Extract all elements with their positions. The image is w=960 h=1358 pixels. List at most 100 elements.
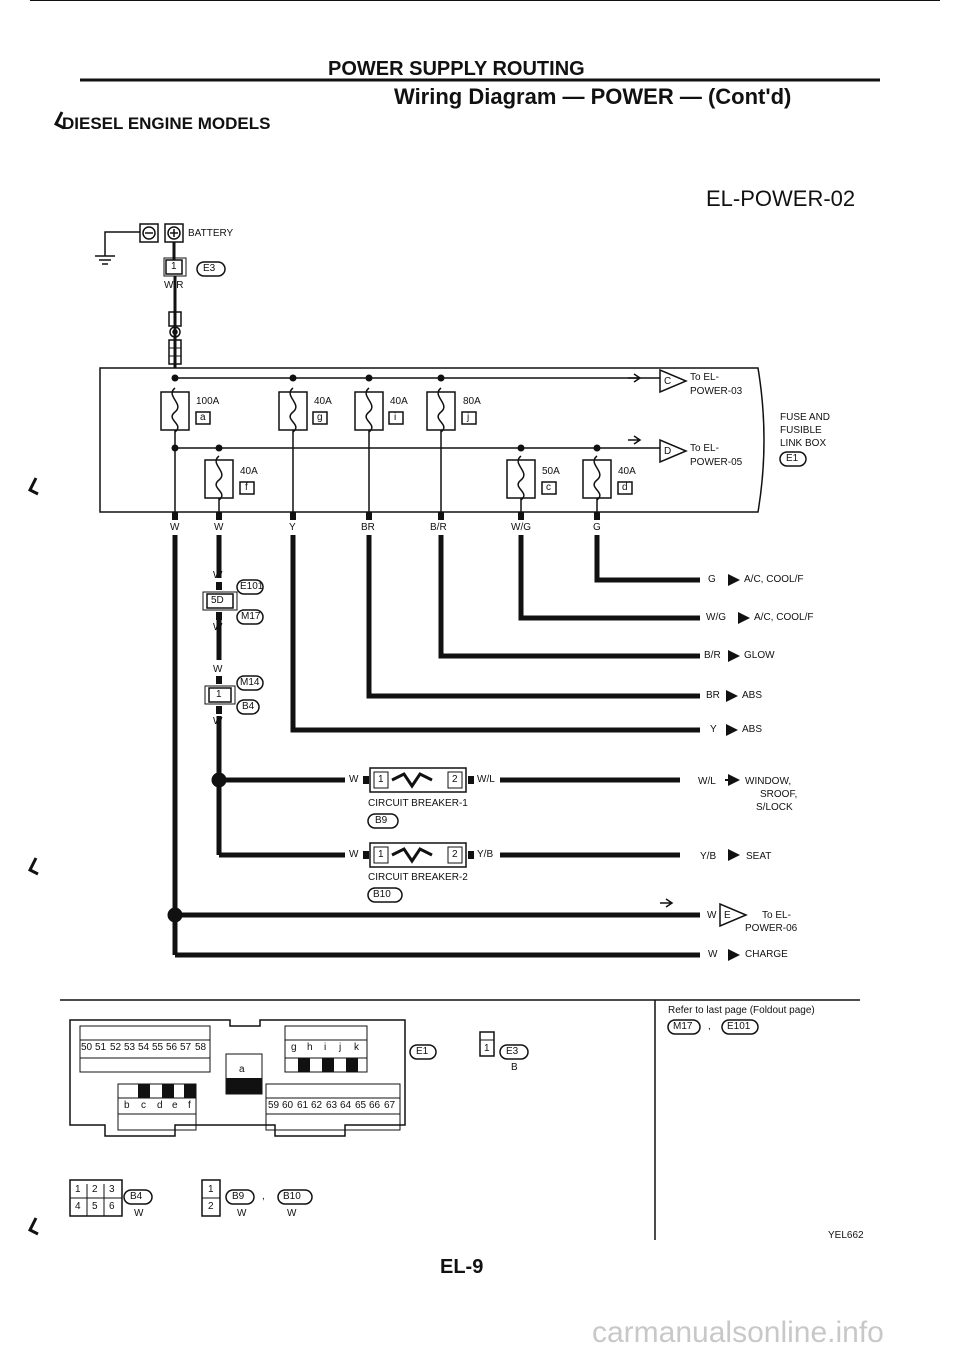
wire-color: W [170,522,180,533]
ref-e-wire: W [707,910,717,921]
conn1-wire-bottom: W [213,622,223,633]
link-code: j [467,412,470,423]
fuse-box-connector-face [69,1019,406,1137]
output-wire: Y [710,724,717,735]
pin: 50 [81,1042,93,1053]
e3-connector: E3 [506,1046,519,1057]
pin: d [157,1100,163,1111]
ref-c-line1: To EL- [690,372,719,383]
fusible-link-40a-i [354,387,404,433]
output-dest: ABS [742,724,763,735]
link-rating: 80A [463,396,481,407]
diagram-subtitle: Wiring Diagram — POWER — (Cont'd) [394,84,792,109]
b9b10-cell: 1 [208,1184,214,1195]
breaker2-t2: 2 [452,849,458,860]
charge-dest: CHARGE [745,949,788,960]
pin: 64 [340,1100,352,1111]
breaker2-connector: B10 [373,889,391,900]
breaker1-dest-2: SROOF, [760,789,798,800]
b9-color: W [237,1208,247,1219]
breaker1-wire-out: W/L [477,774,495,785]
ref-d-line2: POWER-05 [690,457,743,468]
conn2-terminal: 1 [216,689,222,700]
fusible-link-100a [160,387,211,433]
b9b10-sep: , [262,1191,265,1202]
legend-fusebox-connector: E1 [416,1046,429,1057]
ref-e-code: E [724,910,731,921]
link-rating: 100A [196,396,220,407]
pin: 65 [355,1100,367,1111]
pin: 60 [282,1100,294,1111]
output-dest: A/C, COOL/F [754,612,814,623]
b9-connector: B9 [232,1191,245,1202]
breaker1-connector: B9 [375,815,388,826]
conn2-bottom: B4 [242,701,255,712]
conn2-top: M14 [240,677,260,688]
fuse-box-label-1: FUSE AND [780,412,831,423]
link-code: i [394,412,397,423]
fusible-link-40a-d [582,455,633,501]
fusible-link-40a-g [278,387,328,433]
output-wire: W/G [706,612,726,623]
breaker2-name: CIRCUIT BREAKER-2 [368,872,468,883]
output-dest: A/C, COOL/F [744,574,804,585]
breaker1-dest-3: S/LOCK [756,802,793,813]
pin: i [324,1042,327,1053]
battery-wire: W/R [164,280,184,291]
conn1-terminal: 5D [211,595,224,606]
pin: h [307,1042,313,1053]
b4-cell: 3 [109,1184,115,1195]
wire-color: Y [289,522,296,533]
b10-connector: B10 [283,1191,301,1202]
output-wire: G [708,574,716,585]
page-number: EL-9 [440,1256,484,1278]
output-dest: ABS [742,690,763,701]
pin: 66 [369,1100,381,1111]
fuse-box-connector: E1 [786,453,799,464]
watermark: carmanualsonline.info [592,1316,884,1349]
pin: e [172,1100,178,1111]
pin: 61 [297,1100,309,1111]
conn1-wire-top: W [213,570,223,581]
pin: k [354,1042,359,1053]
pin: 57 [180,1042,192,1053]
output-wire: B/R [704,650,721,661]
link-rating: 40A [390,396,408,407]
pin: 59 [268,1100,280,1111]
breaker2-wire-out: Y/B [477,849,494,860]
pin: a [239,1064,245,1075]
link-rating: 40A [314,396,332,407]
breaker2-wire-dest: Y/B [700,851,717,862]
output-dest: GLOW [744,650,775,661]
wire-color: BR [361,522,375,533]
conn1-top: E101 [240,581,264,592]
b4-connector: B4 [130,1191,143,1202]
ref-e-line1: To EL- [762,910,791,921]
breaker1-wire-dest: W/L [698,776,716,787]
b9b10-cell: 2 [208,1201,214,1212]
b4-color: W [134,1208,144,1219]
fusible-link-80a-j [426,387,477,433]
link-code: g [317,412,323,423]
ref-d-code: D [664,446,672,457]
conn1-bottom: M17 [241,611,261,622]
charge-wire: W [708,949,718,960]
b10-color: W [287,1208,297,1219]
battery-connector: E3 [203,263,216,274]
breaker1-t1: 1 [378,774,384,785]
pin: 52 [110,1042,122,1053]
pin: j [339,1042,342,1053]
pin: c [141,1100,146,1111]
pin: 55 [152,1042,164,1053]
pin: 53 [124,1042,136,1053]
battery-terminal: 1 [171,261,177,272]
b4-cell: 6 [109,1201,115,1212]
link-code: d [622,482,628,493]
figure-code: YEL662 [828,1230,864,1241]
legend-refer-conn-1: M17 [673,1021,693,1032]
breaker1-wire-in: W [349,774,359,785]
fusible-link-50a-c [506,455,557,501]
pin: 56 [166,1042,178,1053]
legend-refer-conn-2: E101 [727,1021,751,1032]
